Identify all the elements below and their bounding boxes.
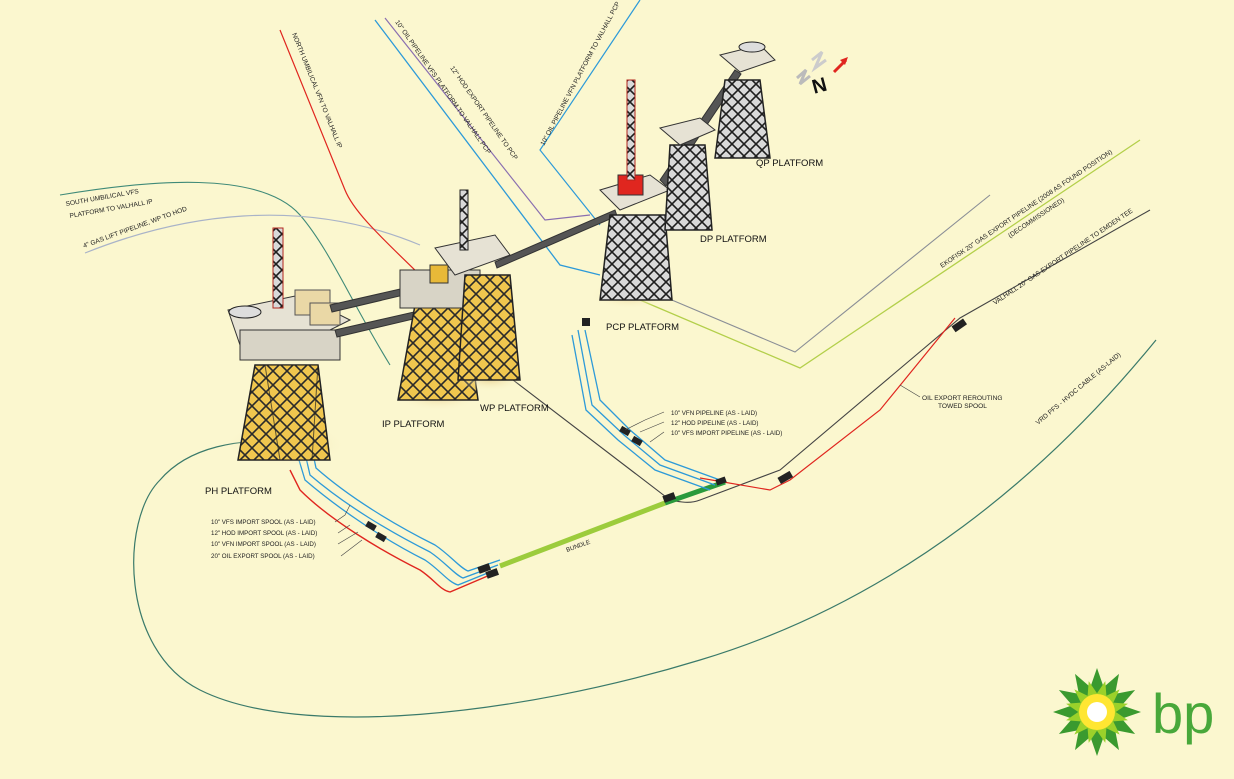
- ph-platform-label: PH PLATFORM: [205, 486, 272, 497]
- ph-platform-structure[interactable]: [225, 227, 352, 467]
- oil-pipeline-vfn-label: 10" OIL PIPELINE VFN PLATFORM TO VALHALL…: [540, 0, 622, 147]
- bundle-line: [499, 500, 666, 569]
- hod-spool-line: [301, 439, 499, 579]
- vfs-import-pipeline-label: 10" VFS IMPORT PIPELINE (AS - LAID): [671, 430, 782, 437]
- oil-pipeline-vfs-line: [374, 19, 601, 276]
- tie-in-marker: [777, 470, 794, 484]
- north-arrow-icon: N: [796, 50, 848, 99]
- tie-in-marker: [631, 435, 643, 447]
- hod-spool-label: 12" HOD IMPORT SPOOL (AS - LAID): [211, 530, 317, 537]
- tie-in-marker: [365, 520, 377, 532]
- ekofisk-line: [639, 139, 1141, 369]
- hod-export-line: [384, 17, 591, 221]
- tie-in-marker: [715, 476, 727, 486]
- hod-pipeline-line: [577, 329, 716, 486]
- tie-in-marker: [477, 563, 492, 574]
- spool-leader-lines: [334, 384, 921, 557]
- wp-platform-structure[interactable]: [434, 189, 525, 392]
- bp-logo-text: bp: [1152, 682, 1214, 745]
- pcp-platform-label: PCP PLATFORM: [606, 322, 679, 333]
- north-arrow-letter: N: [810, 74, 830, 99]
- oil-reroute-label-1: OIL EXPORT REROUTING: [922, 395, 1002, 402]
- ip-platform-label: IP PLATFORM: [382, 419, 445, 430]
- pcp-platform-structure[interactable]: [590, 79, 673, 309]
- north-umbilical-line: [279, 29, 431, 286]
- hvdc-label: VRD PFS - HVDC CABLE (AS-LAID): [1035, 351, 1123, 426]
- gas-lift-line: [84, 214, 421, 254]
- vfs-spool-label: 10" VFS IMPORT SPOOL (AS - LAID): [211, 519, 316, 526]
- tie-in-markers: [365, 318, 968, 579]
- hod-pipeline-label: 12" HOD PIPELINE (AS - LAID): [671, 420, 758, 427]
- valhall-gas-line: [499, 209, 1151, 503]
- bp-logo: bp: [1053, 668, 1214, 756]
- north-umbilical-label: NORTH UMBILICAL VFN TO VALHALL IP: [290, 32, 343, 150]
- oil-reroute-label-2: TOWED SPOOL: [938, 403, 987, 410]
- oil-export-spool-label: 20" OIL EXPORT SPOOL (AS - LAID): [211, 553, 315, 560]
- pipeline-lines: [59, 0, 1157, 718]
- qp-platform-label: QP PLATFORM: [756, 158, 823, 169]
- oil-pipeline-vfn-line: [539, 0, 641, 226]
- tie-in-marker: [951, 318, 968, 333]
- dp-platform-label: DP PLATFORM: [700, 234, 767, 245]
- qp-platform-structure[interactable]: [714, 41, 776, 159]
- bundle-dark: [664, 479, 726, 506]
- tie-in-marker: [662, 492, 677, 503]
- vfn-spool-label: 10" VFN IMPORT SPOOL (AS - LAID): [211, 541, 316, 548]
- hvdc-cable-line: [133, 339, 1157, 718]
- helios-icon: [1053, 668, 1141, 756]
- grey-export-line: [659, 194, 991, 353]
- tie-in-marker: [582, 318, 590, 326]
- tie-in-marker: [375, 531, 387, 543]
- valhall-gas-label: VALHALL 20" GAS EXPORT PIPELINE TO EMDEN…: [992, 207, 1135, 306]
- vfs-spool-line: [307, 429, 501, 572]
- dp-platform-structure[interactable]: [658, 117, 716, 231]
- tie-in-marker: [619, 425, 631, 437]
- oil-export-spool-line: [289, 469, 491, 593]
- vfs-import-line: [571, 334, 711, 491]
- tie-in-marker: [485, 568, 500, 579]
- ekofisk-label-1: EKOFISK 20" GAS EXPORT PIPELINE (2008 AS…: [939, 149, 1114, 270]
- wp-platform-label: WP PLATFORM: [480, 403, 549, 414]
- vfn-pipeline-line: [584, 329, 721, 481]
- vfn-spool-line: [295, 449, 496, 586]
- oil-reroute-line: [699, 317, 956, 491]
- oil-pipeline-vfs-label: 10" OIL PIPELINE VFS PLATFORM TO VALHALL…: [393, 19, 492, 156]
- vfn-pipeline-label: 10" VFN PIPELINE (AS - LAID): [671, 410, 757, 417]
